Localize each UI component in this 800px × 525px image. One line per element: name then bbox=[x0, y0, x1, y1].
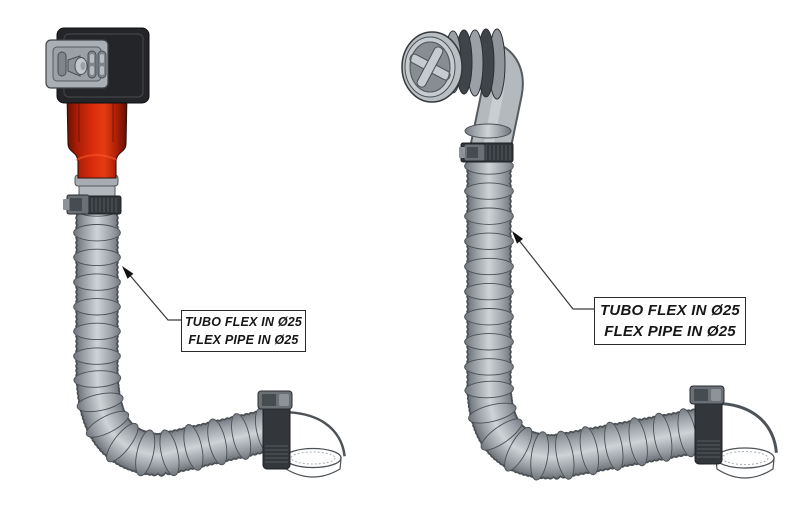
label-line-english: FLEX PIPE IN Ø25 bbox=[188, 333, 299, 347]
leader-left bbox=[122, 266, 181, 321]
arrowhead bbox=[122, 266, 134, 279]
clamp-screw-head bbox=[279, 394, 289, 406]
flex-pipe-label-left: TUBO FLEX IN Ø25 FLEX PIPE IN Ø25 bbox=[181, 310, 306, 352]
hose-clamp-left-bottom bbox=[257, 390, 293, 470]
hose-clamp-left-top bbox=[63, 194, 122, 215]
hose-clamp-right-top bbox=[459, 142, 514, 163]
label-line-english: FLEX PIPE IN Ø25 bbox=[604, 323, 736, 340]
flex-pipe-label-right: TUBO FLEX IN Ø25 FLEX PIPE IN Ø25 bbox=[594, 297, 746, 345]
arrowhead bbox=[512, 231, 523, 244]
flex-pipe-right bbox=[464, 157, 707, 481]
elbow-rim bbox=[284, 447, 342, 469]
label-line-italian: TUBO FLEX IN Ø25 bbox=[600, 302, 740, 319]
vent-cap-cross bbox=[409, 46, 451, 88]
plate-slot-left bbox=[57, 51, 67, 77]
vent-cap bbox=[401, 31, 463, 103]
hose-clamp-right-bottom bbox=[689, 385, 725, 465]
outlet-elbow-right bbox=[715, 402, 778, 479]
pipe-cuff-ring bbox=[464, 123, 512, 139]
clamp-screw-head bbox=[63, 199, 69, 210]
outlet-elbow-left bbox=[284, 411, 346, 478]
clamp-screw-head bbox=[459, 147, 465, 158]
overflow-plate bbox=[45, 27, 150, 104]
clamp-screw-head bbox=[711, 389, 721, 401]
left-assembly bbox=[45, 27, 346, 478]
leader-right bbox=[512, 231, 594, 310]
label-line-italian: TUBO FLEX IN Ø25 bbox=[184, 315, 303, 329]
right-assembly bbox=[401, 28, 778, 481]
